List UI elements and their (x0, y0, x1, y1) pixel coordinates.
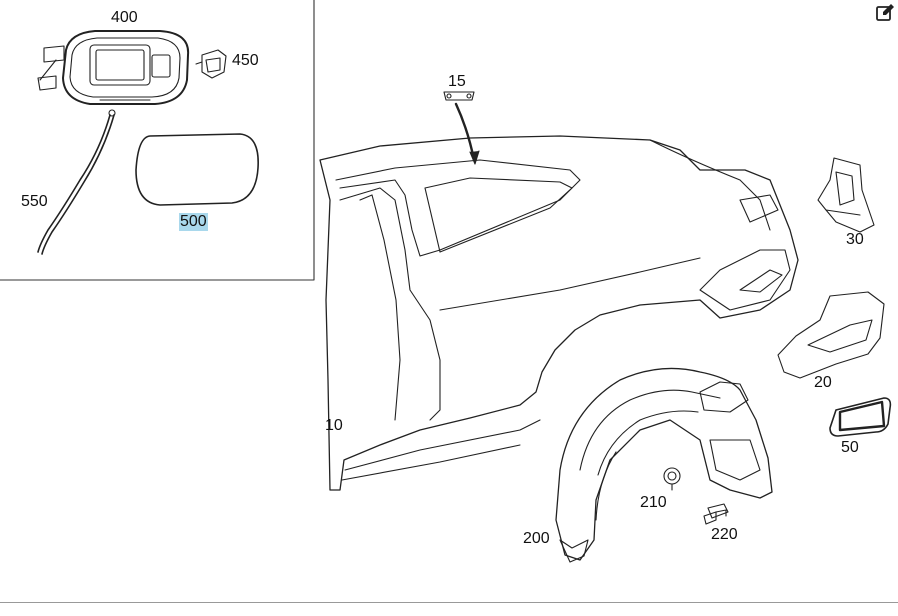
vent-grille (829, 397, 892, 437)
callout-10: 10 (325, 417, 343, 434)
fuel-door-seal (135, 133, 259, 206)
part-450-bracket (195, 49, 227, 79)
callout-220: 220 (711, 526, 738, 543)
callout-15: 15 (448, 73, 466, 90)
callout-30: 30 (846, 231, 864, 248)
inset-frame (0, 0, 315, 281)
callout-500[interactable]: 500 (179, 213, 208, 231)
quarter-panel (319, 135, 799, 491)
callout-450: 450 (232, 52, 259, 69)
fuel-door-housing (37, 30, 190, 105)
part-220-clip (703, 503, 729, 525)
callout-200: 200 (523, 530, 550, 547)
drain-hose (37, 109, 116, 255)
part-15-clip (443, 91, 480, 165)
part-20-panel (777, 291, 885, 379)
part-30-bracket (817, 157, 875, 233)
callout-210: 210 (640, 494, 667, 511)
wheelhouse-liner (555, 367, 773, 563)
callout-20: 20 (814, 374, 832, 391)
bottom-divider (0, 602, 898, 603)
callout-400: 400 (111, 9, 138, 26)
edit-button[interactable] (874, 2, 896, 24)
callout-550: 550 (21, 193, 48, 210)
edit-icon (876, 4, 894, 21)
part-210-nut (663, 467, 681, 491)
callout-50: 50 (841, 439, 859, 456)
